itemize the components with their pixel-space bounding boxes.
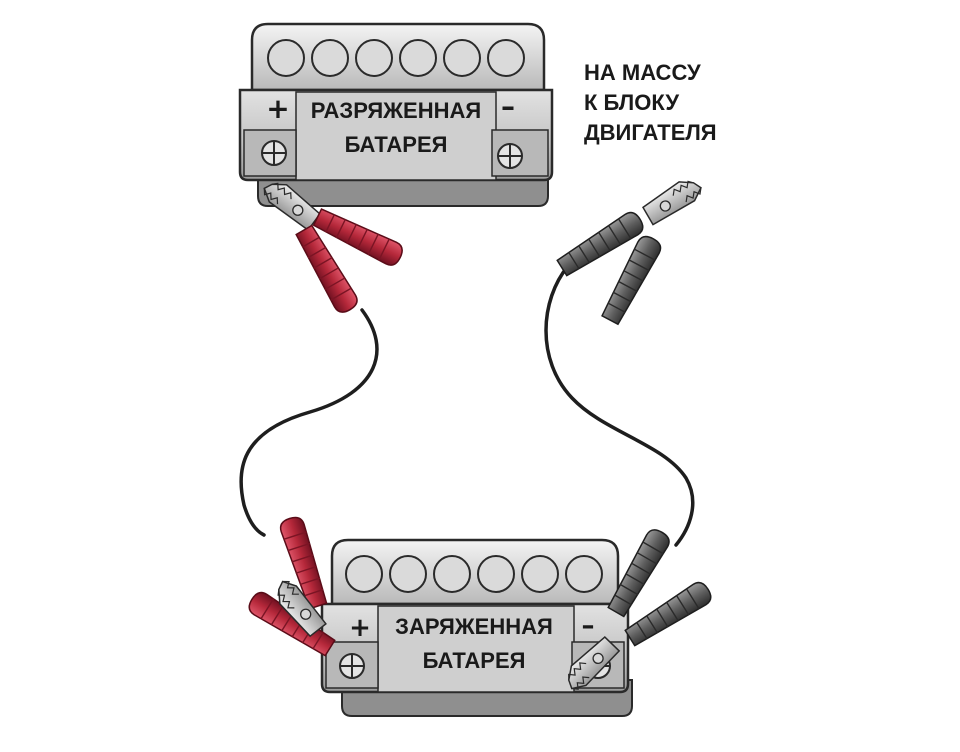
discharged-battery: + – РАЗРЯЖЕННАЯ БАТАРЕЯ [238, 22, 554, 207]
negative-terminal-icon [497, 143, 523, 169]
positive-terminal-icon [339, 653, 365, 679]
ground-connection-note: НА МАССУ К БЛОКУ ДВИГАТЕЛЯ [584, 60, 717, 145]
note-line2: К БЛОКУ [584, 90, 679, 115]
plus-sign: + [349, 613, 371, 643]
charged-battery-label-line1: ЗАРЯЖЕННАЯ [395, 614, 553, 639]
minus-sign: – [582, 611, 595, 641]
black-clamp-free [554, 173, 706, 327]
red-jumper-cable [239, 308, 379, 537]
discharged-battery-label-line1: РАЗРЯЖЕННАЯ [311, 98, 481, 123]
minus-sign: – [501, 90, 515, 123]
charged-battery-label-line2: БАТАРЕЯ [423, 648, 526, 673]
note-line1: НА МАССУ [584, 60, 701, 85]
note-line3: ДВИГАТЕЛЯ [584, 120, 717, 145]
black-jumper-cable [544, 264, 695, 547]
red-clamp-bottom [244, 514, 338, 659]
plus-sign: + [266, 92, 289, 125]
vent-caps-top [267, 39, 525, 77]
discharged-battery-label-line2: БАТАРЕЯ [345, 132, 448, 157]
positive-terminal-icon [261, 140, 287, 166]
charged-battery: + – ЗАРЯЖЕННАЯ БАТАРЕЯ [320, 538, 633, 717]
vent-caps-bottom [345, 555, 603, 593]
